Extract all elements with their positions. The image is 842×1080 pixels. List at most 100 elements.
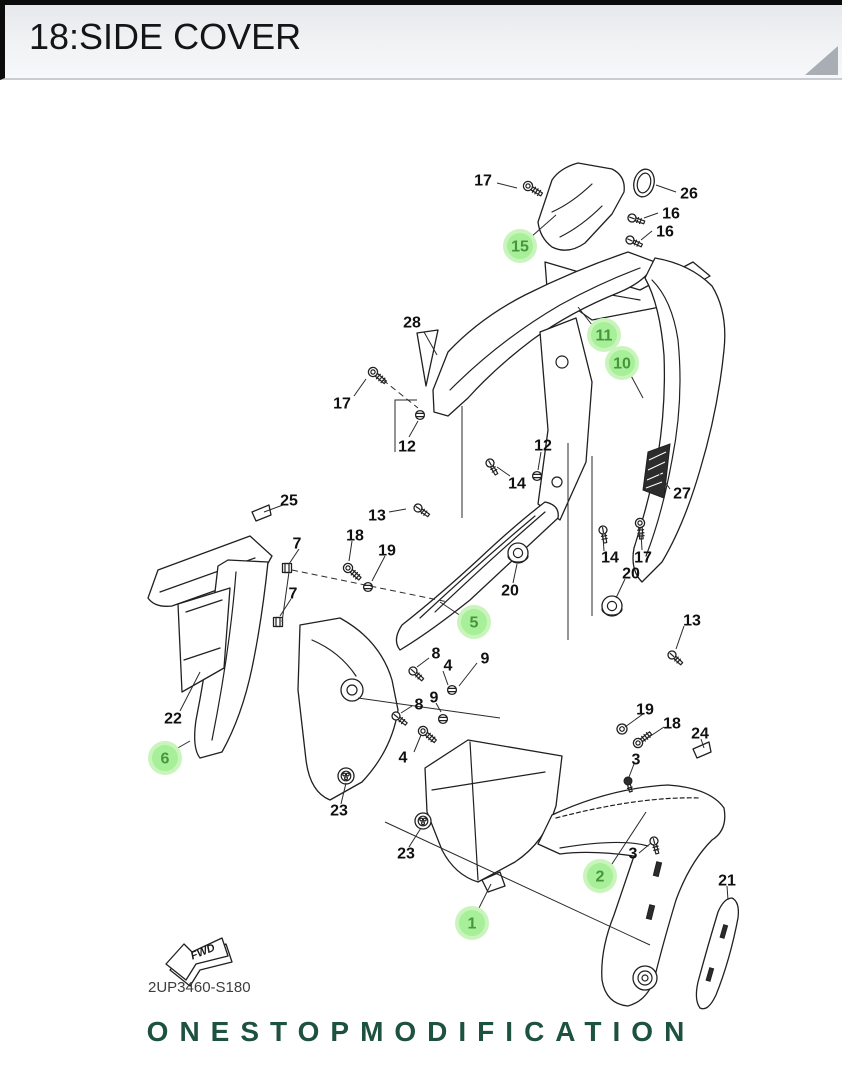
callout-25: 25 — [280, 493, 298, 510]
leader-line — [353, 378, 367, 397]
leader-line — [340, 782, 347, 805]
callout-number: 5 — [470, 615, 479, 632]
leader-lines — [175, 182, 729, 911]
page-header: 18:SIDE COVER — [0, 0, 842, 80]
bolt-18-icon — [630, 728, 655, 751]
callout-number: 2 — [596, 869, 605, 886]
callout-27: 27 — [673, 486, 691, 503]
callout-number: 1 — [468, 916, 477, 933]
leader-line — [458, 662, 478, 687]
bracket-line — [281, 571, 290, 623]
center-stay-bracket — [297, 617, 399, 801]
callout-number: 10 — [613, 356, 631, 373]
leader-line — [423, 331, 438, 356]
bolt-18-icon — [340, 560, 364, 583]
graphic-sticker-part-28 — [416, 329, 439, 387]
side-cover-part-10 — [632, 257, 726, 583]
left-cover-assembly — [147, 535, 273, 759]
leader-line — [615, 578, 626, 599]
callout-19: 19 — [378, 543, 396, 560]
nut-19-icon — [362, 581, 374, 593]
callout-7: 7 — [293, 536, 302, 553]
leader-line — [700, 738, 705, 749]
screw-16-icon — [624, 234, 645, 250]
screw-8-icon — [406, 664, 426, 684]
callout-circle-11[interactable]: 11 — [587, 318, 621, 352]
bracket-lines — [281, 399, 593, 640]
grommet-23-icon — [414, 812, 432, 830]
leader-line — [638, 842, 652, 854]
leader-line — [439, 601, 462, 617]
leader-line — [179, 671, 201, 712]
tail-cover-part-15 — [537, 162, 625, 251]
leader-line — [388, 508, 407, 513]
bolt-4-icon — [415, 723, 439, 746]
construction-lines — [291, 379, 651, 946]
leader-line — [442, 670, 449, 686]
screw-16-icon — [626, 212, 647, 227]
grommet-23-icon — [337, 767, 355, 785]
callout-21: 21 — [718, 873, 736, 890]
callout-18: 18 — [346, 528, 364, 545]
callout-16: 16 — [662, 206, 680, 223]
callout-17: 17 — [333, 396, 351, 413]
clip-7-icon — [281, 562, 293, 574]
corner-fold-icon — [805, 46, 838, 75]
grommet-20-icon — [507, 542, 529, 564]
screw-13-icon — [665, 648, 685, 668]
label-sticker-part-27 — [642, 443, 671, 499]
leader-line — [624, 713, 644, 728]
callout-28: 28 — [403, 315, 421, 332]
leader-line — [512, 563, 518, 584]
grommet-20-icon — [601, 595, 623, 617]
leader-line — [645, 726, 665, 740]
callout-16: 16 — [656, 224, 674, 241]
callout-9: 9 — [481, 651, 490, 668]
callout-8: 8 — [432, 646, 441, 663]
callout-circle-bg — [605, 346, 639, 380]
callout-circle-10[interactable]: 10 — [605, 346, 639, 380]
callout-number: 15 — [511, 239, 529, 256]
callout-circle-1[interactable]: 1 — [455, 906, 489, 940]
callout-circle-bg — [148, 741, 182, 775]
callout-9: 9 — [430, 690, 439, 707]
leader-line — [477, 883, 492, 911]
leader-line — [400, 705, 413, 714]
nut-9-icon — [446, 684, 458, 696]
grommet-part-26 — [633, 168, 655, 198]
leader-line — [496, 466, 511, 477]
leader-line — [279, 598, 292, 617]
callout-7: 7 — [289, 586, 298, 603]
callout-17: 17 — [634, 550, 652, 567]
callout-20: 20 — [501, 583, 519, 600]
leader-line — [416, 657, 430, 668]
trim-strip-part-21 — [695, 897, 740, 1010]
bolt-17-icon — [365, 364, 389, 387]
callout-3: 3 — [629, 846, 638, 863]
callout-circle-5[interactable]: 5 — [457, 605, 491, 639]
callout-circle-6[interactable]: 6 — [148, 741, 182, 775]
leader-line — [263, 504, 284, 513]
screw-13-icon — [411, 501, 432, 520]
leader-line — [537, 451, 542, 471]
leader-line — [675, 625, 685, 650]
page-title: 18:SIDE COVER — [29, 16, 302, 57]
leader-line — [640, 532, 643, 551]
callout-14: 14 — [601, 550, 619, 567]
leader-line — [435, 702, 442, 713]
damper-part-25 — [251, 504, 272, 522]
leader-line — [726, 885, 729, 901]
callout-22: 22 — [164, 711, 182, 728]
callout-circle-15[interactable]: 15 — [503, 229, 537, 263]
callout-8: 8 — [415, 697, 424, 714]
nut-9-icon — [437, 713, 449, 725]
callout-23: 23 — [397, 846, 415, 863]
callout-circle-2[interactable]: 2 — [583, 859, 617, 893]
callout-4: 4 — [444, 658, 453, 675]
leader-line — [408, 827, 422, 848]
callout-circle-bg — [503, 229, 537, 263]
leader-line — [602, 535, 605, 552]
callout-26: 26 — [680, 186, 698, 203]
watermark-text: ONESTOPMODIFICATION — [146, 1016, 696, 1047]
